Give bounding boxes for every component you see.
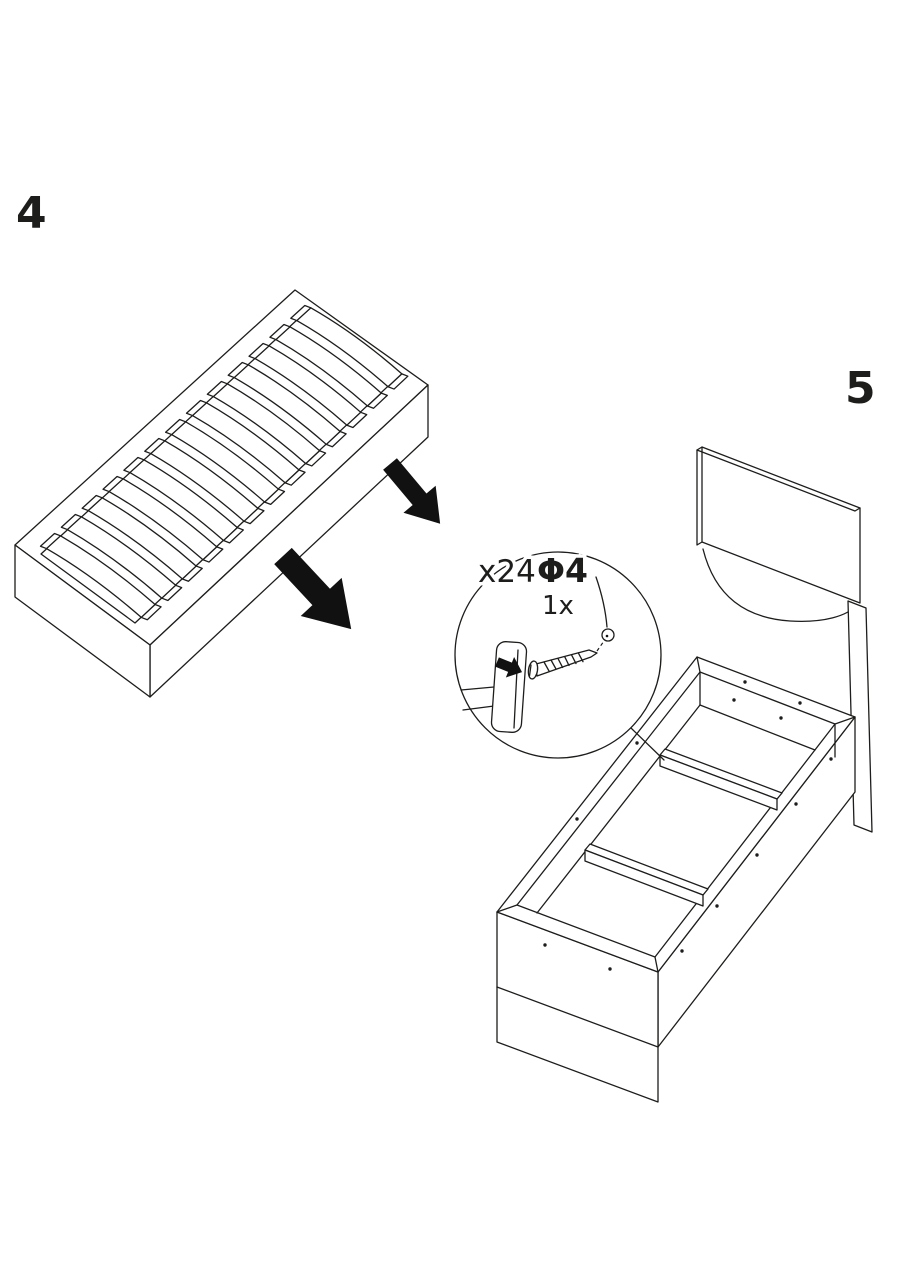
screw-hole-dot	[608, 967, 612, 971]
slat-holder	[290, 304, 312, 322]
motion-arrow-large-icon	[274, 547, 352, 630]
screw-holes	[543, 680, 833, 971]
screw-thread	[564, 656, 570, 667]
slat-holder	[161, 584, 183, 602]
screw-hole-dot	[732, 698, 736, 702]
rim-corner	[496, 904, 518, 913]
screw-thread	[577, 652, 584, 663]
screw-quantity-label: x24	[478, 554, 536, 590]
screw-hole-dot	[779, 716, 783, 720]
footboard-seam	[496, 986, 659, 1048]
headboard-cutout-curve	[702, 548, 858, 622]
slat-holder	[206, 380, 229, 398]
slat-holder	[140, 603, 162, 621]
screw-count-label: 1x	[542, 591, 574, 621]
screw-guide-line	[596, 640, 605, 652]
slat-holder	[39, 532, 62, 550]
motion-arrow-small-icon	[383, 458, 441, 524]
screw-hole-dot	[743, 680, 747, 684]
step-4-label: 4	[16, 188, 47, 239]
screw-thread	[550, 659, 557, 670]
rim-corner	[834, 716, 856, 725]
screw-hole-dot	[794, 802, 798, 806]
screw-hole-dot	[755, 853, 759, 857]
slats	[39, 304, 409, 621]
slat-holder	[264, 488, 286, 506]
bed-box	[496, 656, 856, 1103]
screw-hole-dot	[715, 904, 719, 908]
screw-thread	[570, 654, 577, 665]
screw-diameter-label: Φ4	[537, 551, 588, 590]
slat-holder	[144, 437, 166, 455]
slat-holder	[222, 526, 245, 544]
interior-floor-edge	[699, 704, 816, 751]
slat-holder	[185, 399, 208, 417]
hardware-callout: x24 Φ4 1x	[454, 548, 665, 761]
interior-floor-edge	[536, 704, 701, 914]
slat-holder	[60, 513, 82, 531]
headboard-panel	[701, 446, 861, 604]
insert-arrow-icon	[495, 657, 523, 678]
slat-holder	[123, 456, 145, 474]
slat-holder	[181, 565, 203, 582]
screw-hole-dot	[635, 741, 639, 745]
slatted-base-illustration	[14, 289, 429, 698]
support-rail	[659, 748, 783, 811]
screw-thread	[557, 657, 564, 669]
pilot-hole-icon	[601, 628, 615, 642]
screw-hole-dot	[543, 943, 547, 947]
screw-hole-dot	[798, 701, 802, 705]
pilot-hole-center	[605, 634, 609, 638]
bed-frame-illustration	[496, 446, 873, 1103]
slat-holder	[227, 361, 249, 379]
diameter-leader-line	[595, 576, 608, 628]
headboard-edge-left	[696, 446, 703, 546]
slat-holder	[102, 475, 124, 493]
support-rail	[584, 843, 709, 907]
headboard-edge-top	[696, 449, 861, 512]
screw-thread	[543, 661, 550, 672]
slat-holder	[325, 430, 347, 448]
screw-hole-dot	[575, 817, 579, 821]
slat-holder	[346, 411, 368, 429]
callout-leader-line	[630, 727, 665, 761]
slat-holder	[366, 392, 388, 409]
slat-holder	[81, 494, 103, 512]
slat-holder	[284, 469, 306, 486]
slat-holder	[202, 546, 224, 563]
slat-holder	[243, 507, 265, 525]
slat-holder	[305, 450, 327, 467]
slat-holder	[164, 418, 187, 436]
screw-hole-dot	[829, 757, 833, 761]
screw-hole-dot	[680, 949, 684, 953]
rim-corner	[654, 956, 659, 973]
screw-icon	[527, 649, 598, 680]
slat-holder	[248, 342, 270, 360]
rim-corner	[696, 656, 701, 673]
slat-holder	[387, 373, 409, 390]
slat-holder	[269, 323, 291, 341]
step-5-label: 5	[845, 363, 876, 414]
slat-frame-end	[14, 544, 151, 698]
